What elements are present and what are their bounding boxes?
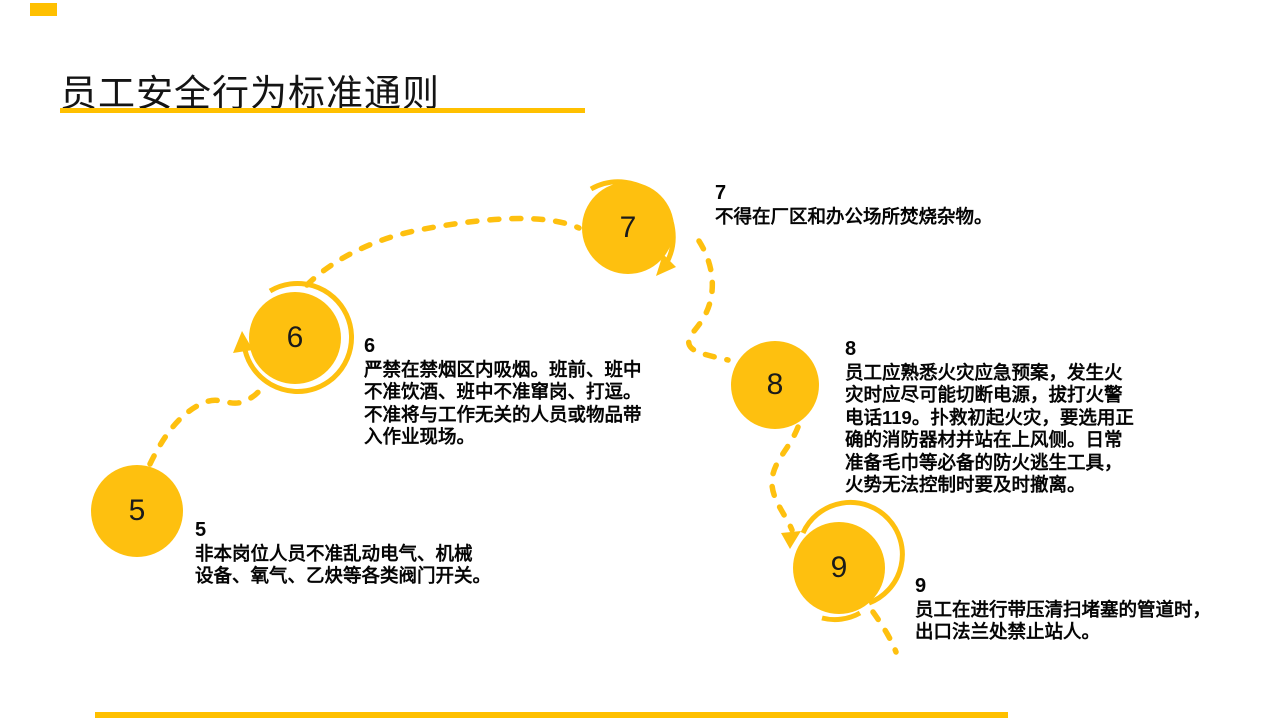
arrowhead-6-icon (233, 331, 253, 353)
connector-8-9 (769, 424, 801, 533)
step-label-6: 6 严禁在禁烟区内吸烟。班前、班中 不准饮酒、班中不准窜岗、打逗。 不准将与工作… (364, 334, 674, 449)
step-number: 5 (195, 519, 207, 541)
step-circle-8: 8 (731, 341, 819, 429)
step-text: 不得在厂区和办公场所焚烧杂物。 (715, 206, 993, 227)
step-number: 9 (915, 575, 927, 597)
step-circle-7: 7 (582, 182, 674, 274)
step-number: 7 (715, 182, 727, 204)
step-number: 6 (364, 335, 376, 357)
step-number: 8 (845, 338, 857, 360)
step-circle-9: 9 (793, 522, 885, 614)
swirl-ring-9 (800, 499, 905, 606)
slide-title: 员工安全行为标准通则 (60, 72, 440, 114)
swirl-ring-9-bottom (821, 610, 862, 623)
corner-accent-square (30, 3, 57, 16)
step-label-5: 5 非本岗位人员不准乱动电气、机械 设备、氧气、乙炔等各类阀门开关。 (195, 518, 525, 588)
arrowhead-7-icon (656, 254, 676, 276)
step-text: 非本岗位人员不准乱动电气、机械 设备、氧气、乙炔等各类阀门开关。 (195, 543, 492, 587)
step-label-9: 9 员工在进行带压清扫堵塞的管道时， 出口法兰处禁止站人。 (915, 574, 1260, 644)
step-label-8: 8 员工应熟悉火灾应急预案，发生火 灾时应尽可能切断电源，拔打火警 电话119。… (845, 337, 1185, 496)
connector-6-7 (304, 215, 582, 288)
arrowhead-9-icon (781, 531, 801, 549)
title-underline (60, 108, 585, 113)
step-circle-6: 6 (249, 292, 341, 384)
connector-7-8 (686, 238, 731, 363)
connector-5-6 (147, 380, 267, 467)
step-text: 员工在进行带压清扫堵塞的管道时， 出口法兰处禁止站人。 (915, 599, 1212, 643)
step-text: 严禁在禁烟区内吸烟。班前、班中 不准饮酒、班中不准窜岗、打逗。 不准将与工作无关… (364, 359, 642, 448)
step-label-7: 7 不得在厂区和办公场所焚烧杂物。 (715, 181, 1025, 228)
step-circle-5: 5 (91, 465, 183, 557)
step-text: 员工应熟悉火灾应急预案，发生火 灾时应尽可能切断电源，拔打火警 电话119。扑救… (845, 362, 1134, 496)
connector-9-tail (870, 609, 899, 655)
bottom-accent-bar (95, 712, 1008, 718)
